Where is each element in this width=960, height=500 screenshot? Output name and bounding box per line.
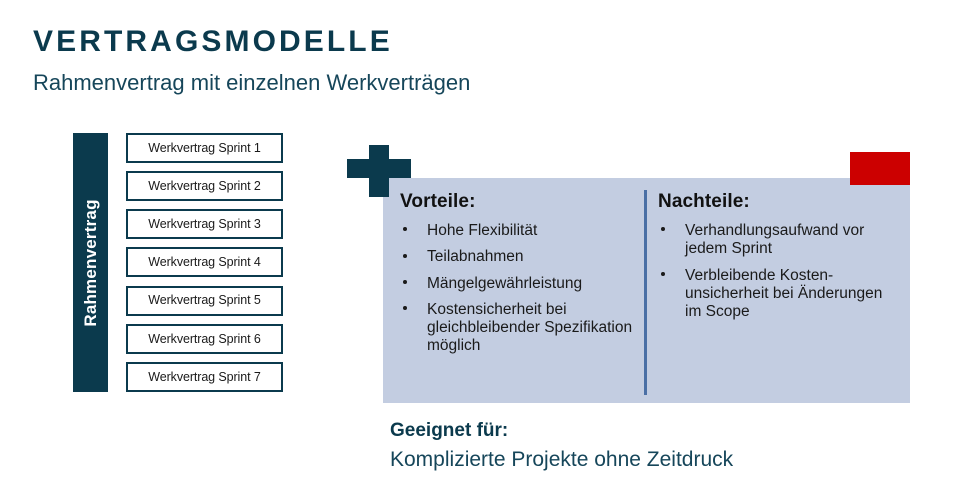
framework-contract-label: Rahmenvertrag bbox=[80, 198, 100, 327]
pros-column: Vorteile: Hohe Flexibilität Teilabnahmen… bbox=[400, 192, 638, 356]
list-item: Werkvertrag Sprint 4 bbox=[126, 247, 283, 278]
red-accent-block bbox=[850, 152, 910, 185]
list-item: Hohe Flexibilität bbox=[400, 222, 638, 240]
suited-for-text: Komplizierte Projekte ohne Zeitdruck bbox=[390, 448, 734, 471]
list-item-label: Verhandlungsaufwand vor jedem Sprint bbox=[685, 222, 865, 258]
pros-list: Hohe Flexibilität Teilabnahmen Mängelgew… bbox=[400, 222, 638, 356]
page-title: VERTRAGSMODELLE bbox=[33, 25, 393, 58]
plus-icon bbox=[347, 145, 411, 197]
list-item-label: Mängelgewährleistung bbox=[427, 274, 583, 292]
bullet-icon bbox=[403, 227, 407, 232]
list-item: Werkvertrag Sprint 2 bbox=[126, 171, 283, 202]
bullet-icon bbox=[661, 271, 665, 276]
list-item-label: Teilabnahmen bbox=[427, 248, 524, 266]
list-item-label: Kostensicherheit bei gleichbleibender Sp… bbox=[427, 300, 633, 355]
list-item: Verbleibende Kosten-unsicherheit bei Änd… bbox=[658, 267, 898, 322]
list-item-label: Verbleibende Kosten-unsicherheit bei Änd… bbox=[685, 266, 883, 321]
list-item: Verhandlungsaufwand vor jedem Sprint bbox=[658, 222, 898, 259]
pros-heading: Vorteile: bbox=[400, 191, 476, 212]
bullet-icon bbox=[403, 306, 407, 311]
list-item: Werkvertrag Sprint 6 bbox=[126, 323, 283, 354]
list-item: Werkvertrag Sprint 3 bbox=[126, 209, 283, 240]
list-item: Teilabnahmen bbox=[400, 248, 638, 266]
bullet-icon bbox=[403, 279, 407, 284]
page-subtitle: Rahmenvertrag mit einzelnen Werkverträge… bbox=[33, 70, 471, 95]
sprint-contract-list: Werkvertrag Sprint 1 Werkvertrag Sprint … bbox=[126, 133, 283, 392]
suited-for-heading: Geeignet für: bbox=[390, 420, 509, 441]
plus-icon-vertical-bar bbox=[369, 145, 389, 197]
list-item: Werkvertrag Sprint 1 bbox=[126, 133, 283, 163]
list-item: Mängelgewährleistung bbox=[400, 275, 638, 293]
cons-heading: Nachteile: bbox=[658, 191, 750, 212]
list-item: Werkvertrag Sprint 5 bbox=[126, 285, 283, 316]
panel-divider bbox=[644, 190, 647, 395]
cons-list: Verhandlungsaufwand vor jedem Sprint Ver… bbox=[658, 222, 898, 321]
cons-column: Nachteile: Verhandlungsaufwand vor jedem… bbox=[658, 192, 898, 321]
pros-cons-panel: Vorteile: Hohe Flexibilität Teilabnahmen… bbox=[383, 178, 910, 403]
list-item-label: Hohe Flexibilität bbox=[427, 222, 538, 239]
list-item: Kostensicherheit bei gleichbleibender Sp… bbox=[400, 301, 638, 356]
framework-contract-bar: Rahmenvertrag bbox=[73, 133, 108, 392]
bullet-icon bbox=[661, 227, 665, 232]
list-item: Werkvertrag Sprint 7 bbox=[126, 361, 283, 392]
bullet-icon bbox=[403, 253, 407, 258]
